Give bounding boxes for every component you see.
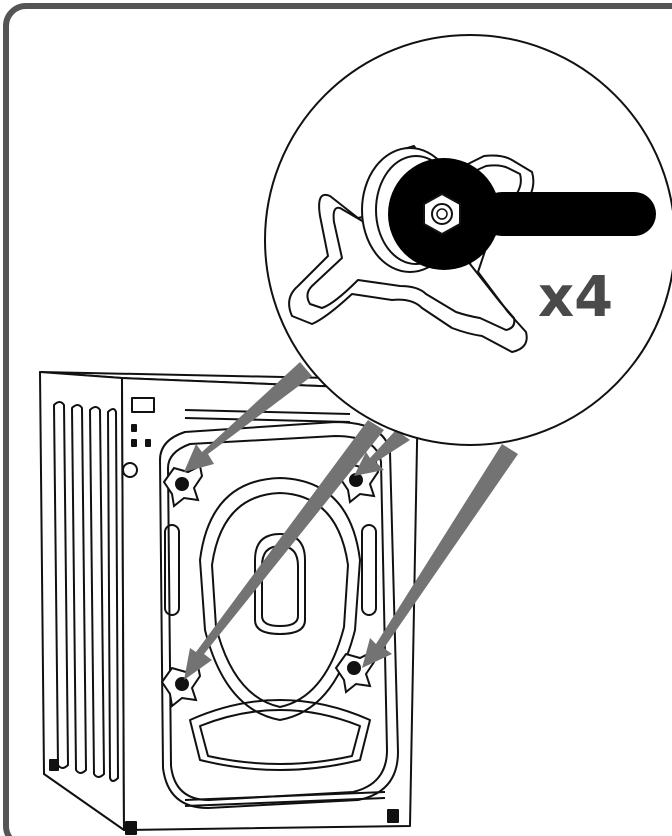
arrow-bottom-left [184, 420, 384, 680]
transit-bolt-bottom-left [160, 664, 202, 708]
washing-machine-rear-icon [39, 371, 419, 835]
arrow-top-left [184, 362, 312, 472]
nut-icon [423, 192, 461, 236]
arrow-top-right [354, 430, 410, 476]
arrow-bottom-right [362, 444, 518, 668]
transit-bolt-top-left [162, 464, 204, 508]
pointer-arrows [184, 362, 518, 680]
quantity-label: x4 [538, 265, 613, 330]
